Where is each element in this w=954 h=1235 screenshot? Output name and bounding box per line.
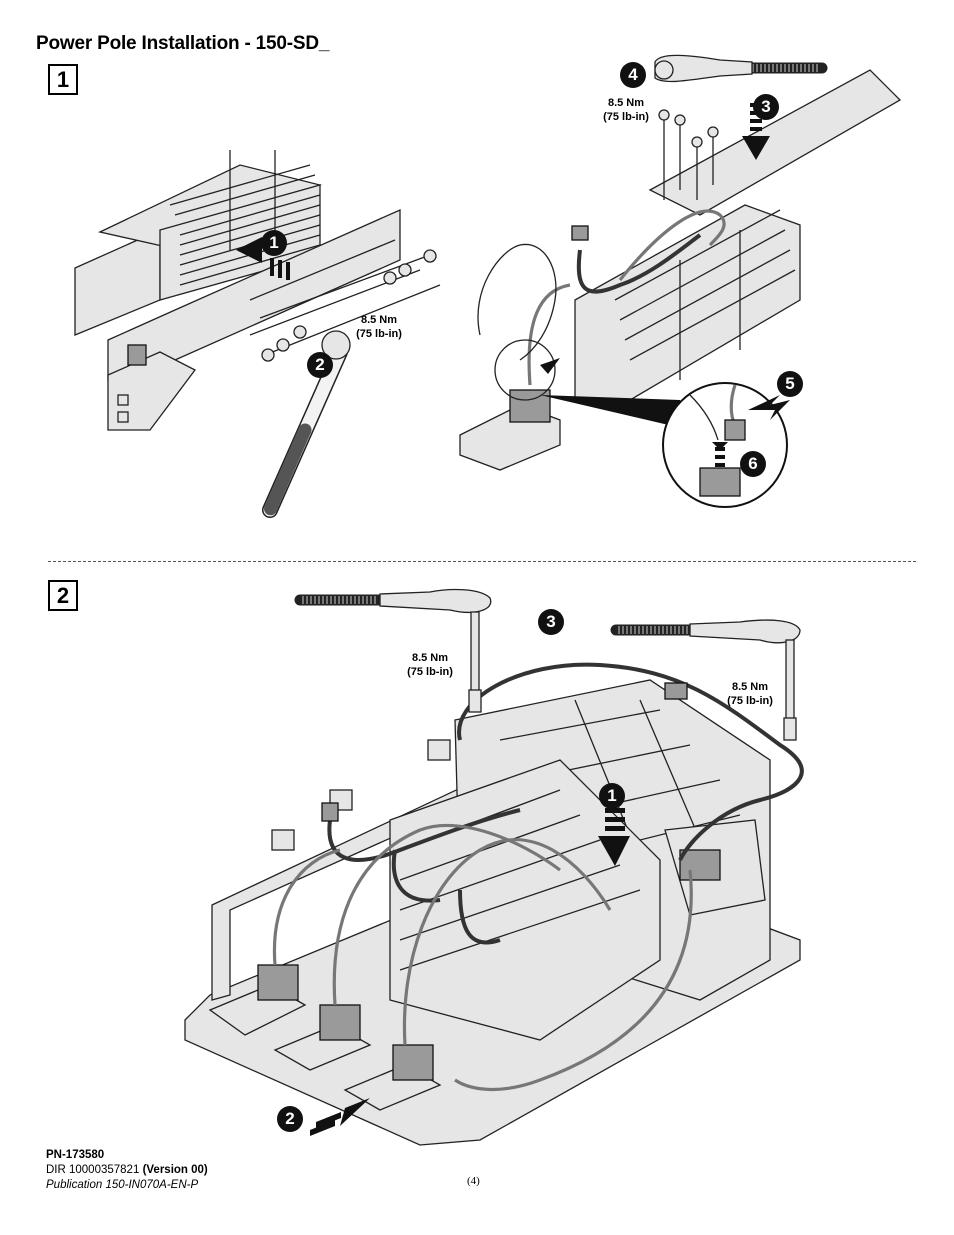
step2-callout-2: 2 <box>277 1106 303 1132</box>
step1-torque-wrench <box>262 330 351 518</box>
torque-lbin: (75 lb-in) <box>603 111 649 123</box>
torque-lbin: (75 lb-in) <box>727 695 773 707</box>
step1-heatsink-assembly <box>74 150 441 431</box>
step1-torque-label-left: 8.5 Nm (75 lb-in) <box>349 313 409 341</box>
step1-torque-label-top: 8.5 Nm (75 lb-in) <box>596 96 656 124</box>
torque-nm: 8.5 Nm <box>731 681 769 693</box>
step2-torque-label-right: 8.5 Nm (75 lb-in) <box>720 680 780 708</box>
torque-lbin: (75 lb-in) <box>356 328 402 340</box>
torque-nm: 8.5 Nm <box>411 652 449 664</box>
step1-pole-install <box>459 69 902 508</box>
step2-wrenches <box>294 588 801 1136</box>
step2-full-unit <box>184 662 804 1146</box>
step1-top-wrench <box>236 54 828 280</box>
torque-nm: 8.5 Nm <box>360 314 398 326</box>
step2-callout-3: 3 <box>538 609 564 635</box>
torque-lbin: (75 lb-in) <box>407 666 453 678</box>
step1-callout-4: 4 <box>620 62 646 88</box>
step1-callout-1: 1 <box>261 230 287 256</box>
step1-callout-5: 5 <box>777 371 803 397</box>
footer-block: PN-173580 DIR 10000357821 (Version 00) P… <box>46 1148 208 1193</box>
step2-callout-1: 1 <box>599 783 625 809</box>
page-title: Power Pole Installation - 150-SD_ <box>36 33 330 54</box>
step1-callout-6: 6 <box>740 451 766 477</box>
step-1-box: 1 <box>48 64 78 95</box>
step2-torque-label-left: 8.5 Nm (75 lb-in) <box>400 651 460 679</box>
dir-line: DIR 10000357821 (Version 00) <box>46 1164 208 1176</box>
section-divider <box>48 561 916 562</box>
torque-nm: 8.5 Nm <box>607 97 645 109</box>
step1-callout-2: 2 <box>307 352 333 378</box>
step-2-box: 2 <box>48 580 78 611</box>
publication: Publication 150-IN070A-EN-P <box>46 1179 199 1191</box>
page-number: (4) <box>467 1175 480 1187</box>
step1-callout-3: 3 <box>753 94 779 120</box>
part-number: PN-173580 <box>46 1149 105 1161</box>
